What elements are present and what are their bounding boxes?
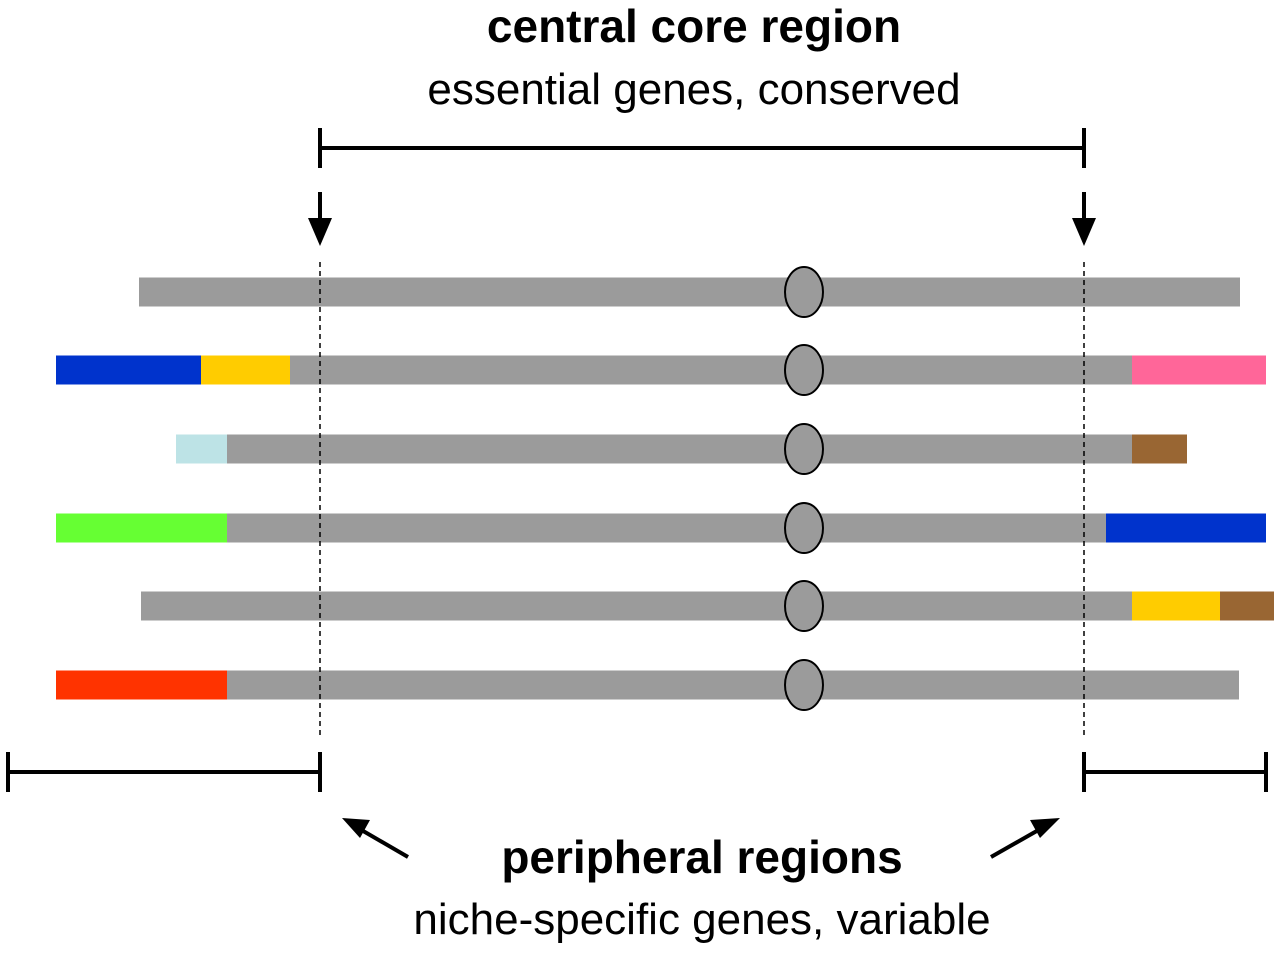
chromosome-list xyxy=(56,266,1274,711)
chromosome xyxy=(56,502,1266,554)
right-down-arrow xyxy=(1072,192,1096,246)
centromere xyxy=(784,266,824,318)
left-diagonal-arrow xyxy=(342,818,410,859)
core-segment xyxy=(227,513,1106,543)
centromere xyxy=(784,502,824,554)
central-core-subtitle: essential genes, conserved xyxy=(427,65,960,114)
central-core-title: central core region xyxy=(487,0,901,52)
left-variable-segment xyxy=(176,434,227,464)
right-variable-segment xyxy=(1132,591,1220,621)
peripheral-regions-title: peripheral regions xyxy=(501,831,902,883)
chromosome xyxy=(176,423,1187,475)
right-diagonal-arrow xyxy=(990,818,1060,859)
core-segment xyxy=(139,277,1240,307)
centromere xyxy=(784,423,824,475)
central-core-bracket xyxy=(318,128,1086,168)
centromere xyxy=(784,344,824,396)
right-peripheral-bracket xyxy=(1082,752,1268,792)
chromosome xyxy=(141,580,1274,632)
core-segment xyxy=(141,591,1132,621)
left-peripheral-bracket xyxy=(6,752,322,792)
right-variable-segment xyxy=(1132,355,1266,385)
left-variable-segment xyxy=(201,355,290,385)
core-segment xyxy=(227,670,1239,700)
right-variable-segment xyxy=(1220,591,1274,621)
core-segment xyxy=(227,434,1132,464)
right-variable-segment xyxy=(1132,434,1187,464)
peripheral-regions-subtitle: niche-specific genes, variable xyxy=(413,895,990,944)
left-variable-segment xyxy=(56,513,227,543)
chromosome xyxy=(56,344,1266,396)
chromosome xyxy=(139,266,1240,318)
left-down-arrow xyxy=(308,192,332,246)
chromosome xyxy=(56,659,1239,711)
centromere xyxy=(784,580,824,632)
left-variable-segment xyxy=(56,355,201,385)
centromere xyxy=(784,659,824,711)
right-variable-segment xyxy=(1106,513,1266,543)
core-segment xyxy=(290,355,1132,385)
left-variable-segment xyxy=(56,670,227,700)
